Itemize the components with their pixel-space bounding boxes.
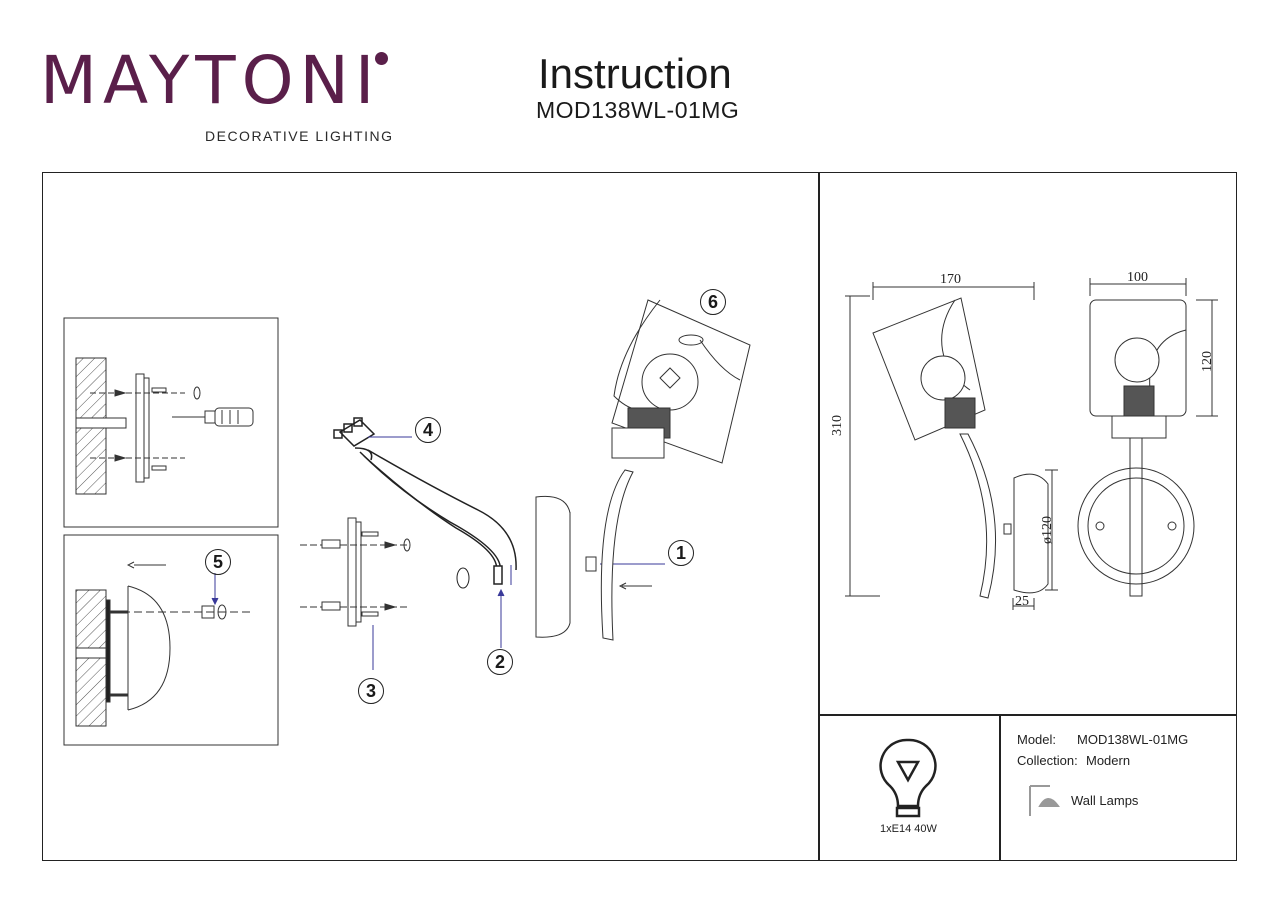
model-code-heading: MOD138WL-01MG	[536, 97, 740, 123]
frame-divider-horizontal	[818, 714, 1237, 716]
dimension-width-side: 100	[1127, 270, 1148, 285]
bulb-spec: 1xE14 40W	[880, 823, 937, 835]
category-label: Wall Lamps	[1071, 793, 1139, 808]
collection-label: Collection:	[1017, 753, 1078, 768]
document-title: Instruction	[538, 50, 732, 97]
model-label: Model:	[1017, 732, 1057, 747]
wall-canopy	[535, 495, 665, 638]
dimension-side-view	[1077, 278, 1218, 597]
callout-6: 6	[700, 289, 726, 315]
wall-lamp-icon	[1029, 785, 1060, 816]
brand-tagline: DECORATIVE LIGHTING	[205, 128, 394, 144]
callout-2: 2	[487, 649, 513, 675]
lamp-body	[600, 299, 751, 641]
brand-logo-text: MAYTONI	[40, 42, 381, 119]
brand-logo-dot	[375, 52, 388, 65]
dimension-base-diameter: ø120	[1040, 516, 1055, 544]
wiring	[333, 417, 517, 648]
dimension-front-view	[845, 282, 1058, 610]
callout-4: 4	[415, 417, 441, 443]
dimension-height-total: 310	[830, 415, 845, 436]
callout-3: 3	[358, 678, 384, 704]
callout-5: 5	[205, 549, 231, 575]
dimension-width-front: 170	[940, 272, 961, 287]
inset-fixing	[63, 534, 279, 746]
callout-1: 1	[668, 540, 694, 566]
frame-divider-vertical	[818, 172, 820, 861]
brand-logo: MAYTONI	[40, 48, 380, 114]
collection-value: Modern	[1086, 753, 1131, 768]
dimension-height-shade: 120	[1200, 351, 1215, 372]
spec-divider	[999, 714, 1001, 861]
dimension-base-depth: 25	[1015, 594, 1029, 609]
model-value: MOD138WL-01MG	[1077, 732, 1189, 747]
drawing-frame	[42, 172, 1237, 861]
mounting-plate	[300, 517, 411, 670]
bulb-icon	[879, 738, 937, 818]
inset-wall-mounting	[63, 317, 279, 528]
